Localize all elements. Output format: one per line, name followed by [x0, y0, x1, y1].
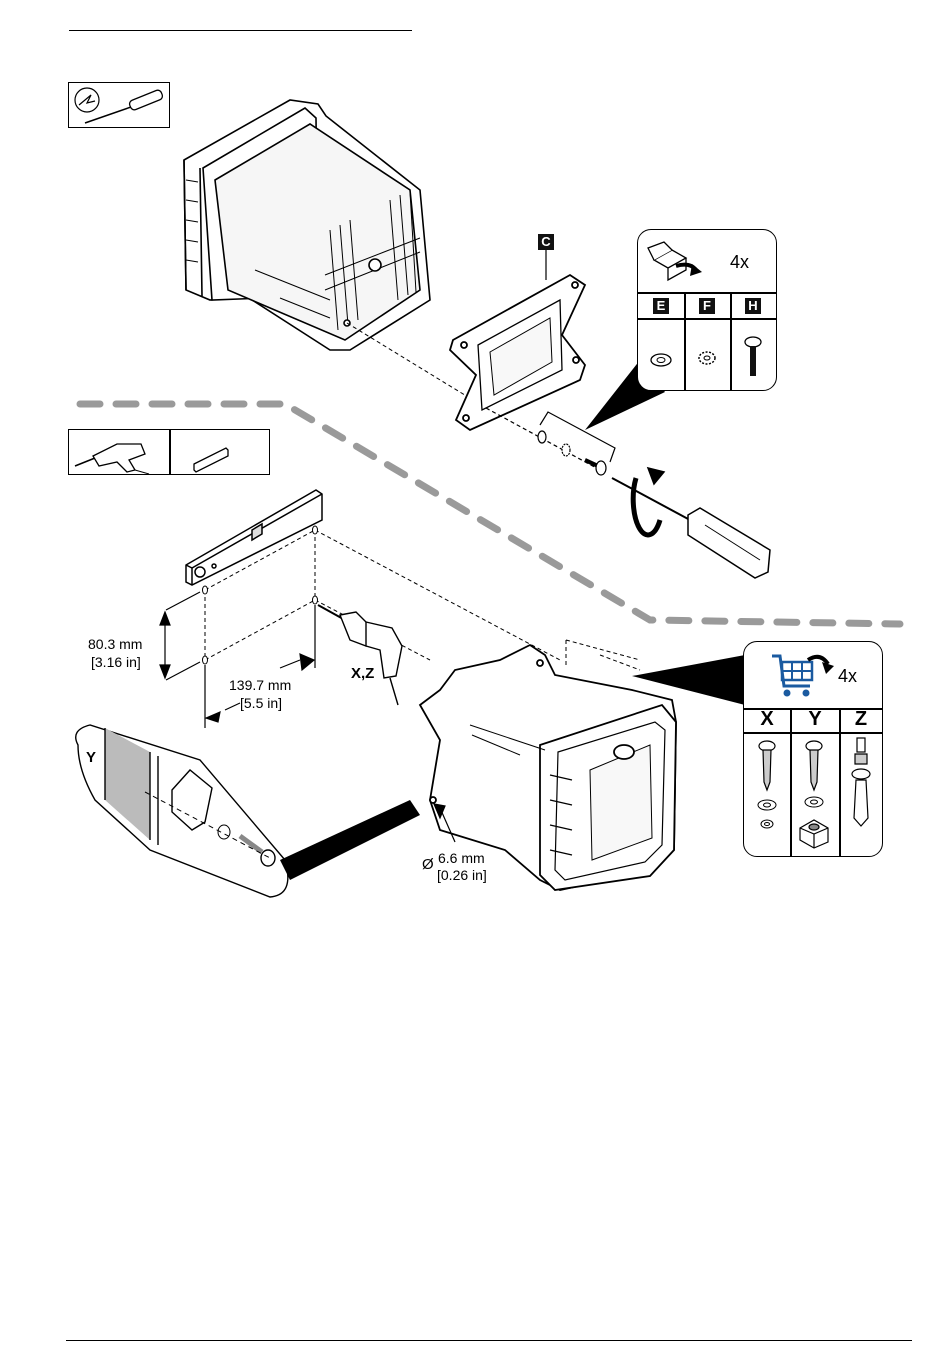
callout-pointer-3 [280, 800, 420, 880]
lock-washer-icon [699, 352, 715, 364]
spirit-level [186, 490, 322, 585]
hole-diameter-symbol: Ø [422, 857, 434, 873]
flat-washer-icon [651, 354, 671, 366]
lock-washer-icon [761, 820, 773, 828]
footer-rule [66, 1340, 912, 1341]
flat-washer-icon [758, 800, 776, 810]
spirit-level-icon [170, 430, 270, 474]
hardware-panel-1: 4x E F H [637, 229, 777, 391]
hole-diameter-in: [0.26 in] [437, 867, 487, 883]
vertical-dimension-mm: 80.3 mm [88, 636, 142, 652]
mounting-bracket [450, 275, 585, 430]
anchor-bolt-icon [852, 738, 870, 826]
detail-y-label: Y [86, 750, 96, 766]
detail-view-y [76, 725, 288, 897]
drill-icon [69, 430, 169, 474]
cage-nut-icon [800, 820, 828, 848]
hole-diameter-mm: 6.6 mm [438, 850, 485, 866]
tool-box-drill-level [68, 429, 270, 475]
part-label-c: C [538, 233, 554, 251]
horizontal-dimension-in: [5.5 in] [240, 695, 282, 711]
screwdriver-turning [612, 468, 770, 578]
screw-icon [745, 337, 761, 376]
screw-icon [806, 741, 822, 790]
hidden-edge-lines [566, 640, 640, 670]
drill-option-label: X,Z [351, 666, 374, 682]
controller-rear-view [184, 100, 430, 350]
drill [318, 605, 402, 705]
hardware-panel-2: 4x X Y Z [743, 641, 883, 857]
screw-icon [759, 741, 775, 790]
horizontal-dimension-mm: 139.7 mm [229, 677, 291, 693]
vertical-dimension-in: [3.16 in] [91, 654, 141, 670]
flat-washer-icon [805, 797, 823, 807]
